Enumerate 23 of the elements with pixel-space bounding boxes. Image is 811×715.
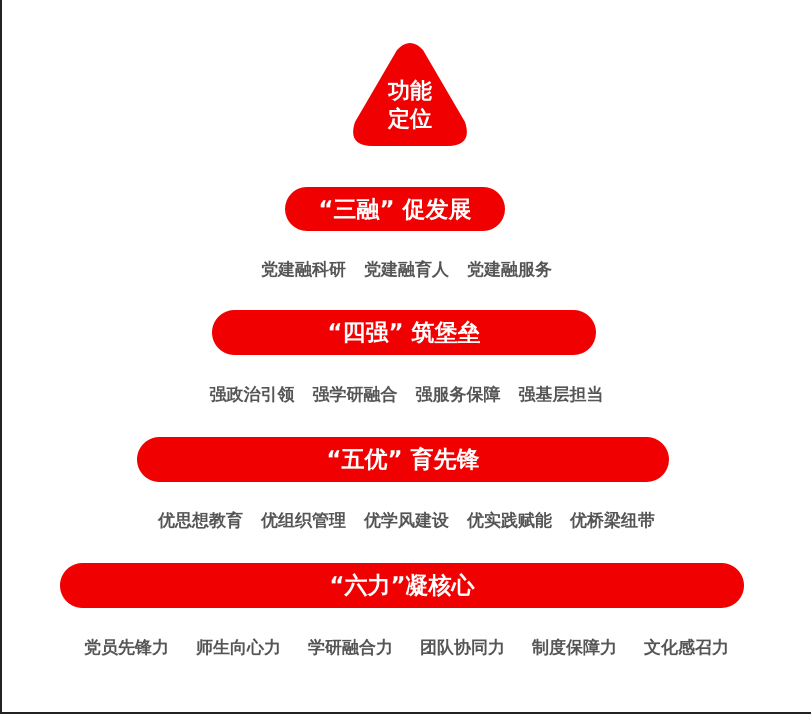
tier-item-label: 师生向心力: [196, 637, 281, 659]
tier-item-label: 党建融科研: [261, 259, 346, 281]
tier-item-label: 党建融育人: [364, 259, 449, 281]
tier-item-label: 党建融服务: [467, 259, 552, 281]
tier-item-label: 强政治引领: [210, 384, 294, 406]
tier-item-label: 制度保障力: [532, 637, 617, 659]
tier-item-label: 强学研融合: [312, 384, 398, 406]
tier-banner: “六力”凝核心: [60, 563, 744, 608]
tier-item-label: 强基层担当: [518, 384, 604, 406]
tier-banner: “三融” 促发展: [285, 187, 505, 231]
tier-item-label: 优桥梁纽带: [570, 510, 655, 532]
tier-banner: “五优” 育先锋: [137, 437, 669, 482]
tier-item-label: 学研融合力: [308, 637, 393, 659]
tier-banner: “四强” 筑堡垒: [212, 310, 596, 355]
tier-item-label: 团队协同力: [420, 637, 505, 659]
tier-item-label: 强服务保障: [416, 384, 500, 406]
tier-item-label: 优实践赋能: [467, 510, 552, 532]
tier-item-label: 文化感召力: [644, 637, 729, 659]
tier-item-label: 党员先锋力: [84, 637, 169, 659]
pyramid-apex: 功能定位: [351, 42, 469, 148]
tier-item-label: 优组织管理: [261, 510, 346, 532]
tier-item-label: 优思想教育: [158, 510, 243, 532]
tier-item-label: 优学风建设: [364, 510, 449, 532]
